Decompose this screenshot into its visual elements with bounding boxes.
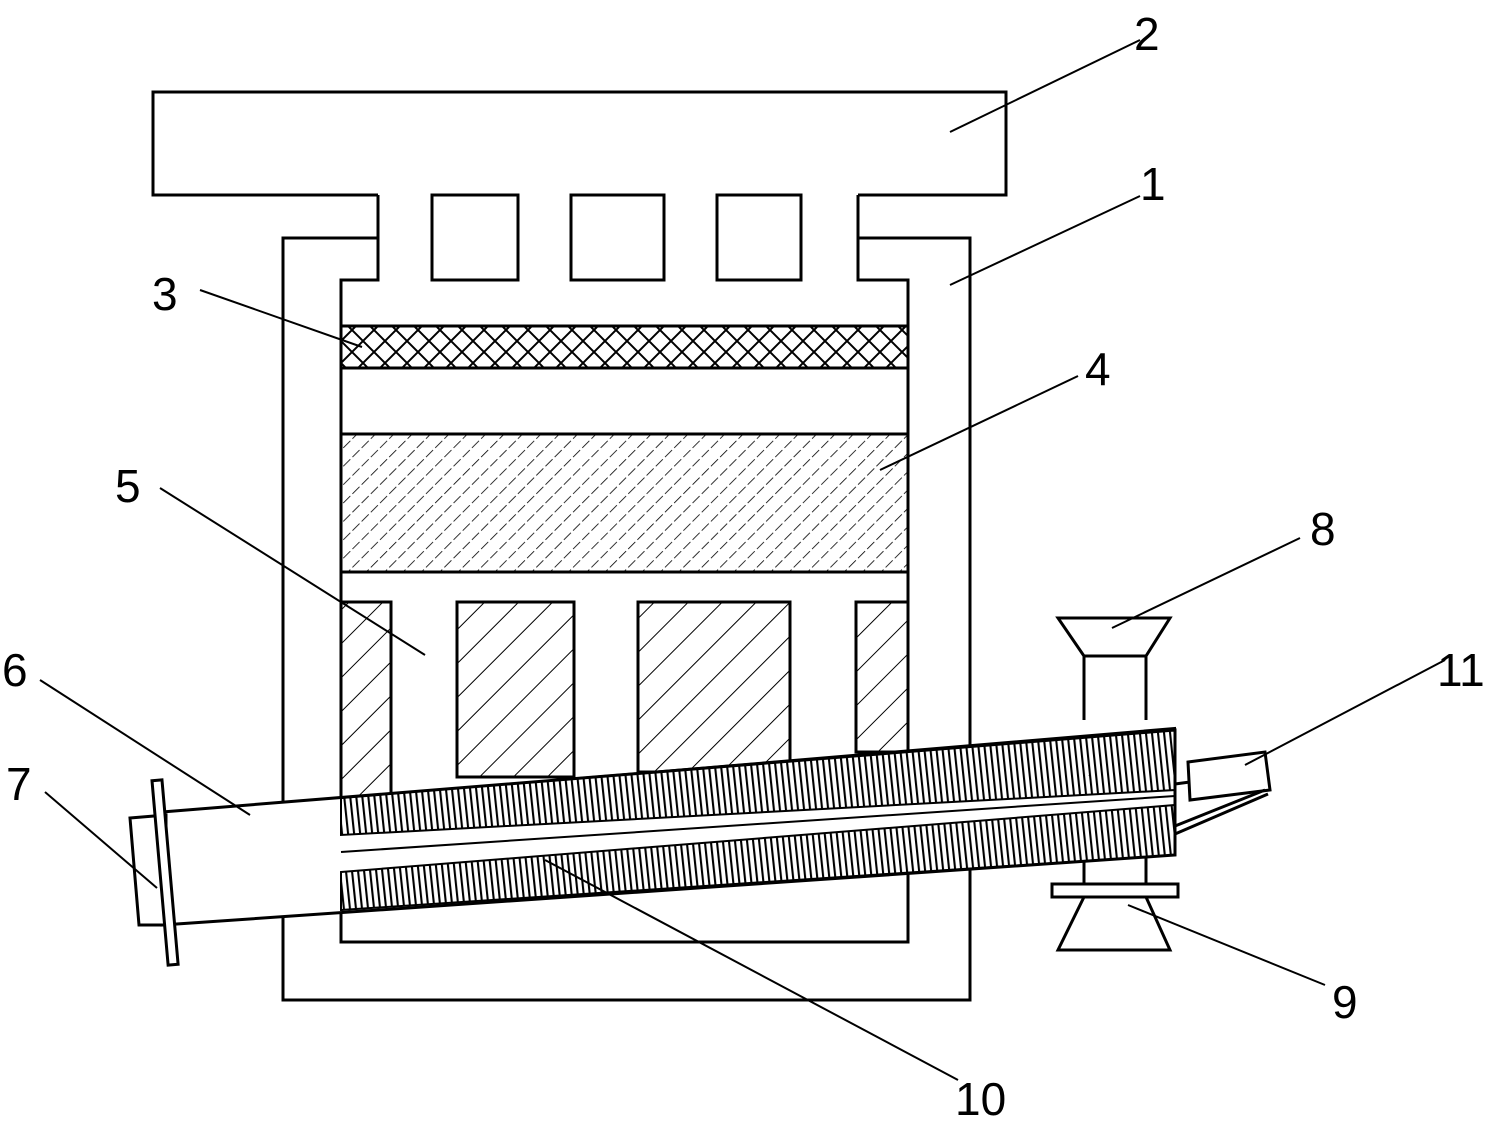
bottom-funnel [1055,895,1173,952]
filter-layer [339,432,910,574]
leader-line-7 [44,791,158,889]
partition-block-3 [636,600,792,774]
leader-line-1 [949,195,1141,286]
screw-thread-lower [340,803,1176,912]
leader-line-9 [1127,904,1326,986]
leader-line-2 [949,39,1141,133]
label-7: 7 [6,758,32,810]
vent-opening-1 [430,193,520,282]
screw-thread-upper [340,726,1176,837]
partition-block-2 [455,600,576,779]
label-1: 1 [1140,158,1166,210]
motor-shaft [1174,780,1269,836]
mesh-layer [339,324,910,370]
label-8: 8 [1310,503,1336,555]
partition-block-1 [339,600,393,804]
top-funnel [1055,616,1173,658]
tube-centerline [340,795,1176,853]
label-3: 3 [152,268,178,320]
leader-line-11 [1244,659,1446,766]
partition-block-4 [854,600,910,754]
leader-line-10 [544,859,959,1081]
vent-opening-2 [569,193,666,282]
vent-opening-3 [715,193,803,282]
leader-line-3 [199,289,363,348]
leader-line-4 [879,375,1079,471]
label-6: 6 [2,644,28,696]
label-5: 5 [115,460,141,512]
vertical-column [1082,656,1148,884]
leader-line-8 [1111,537,1301,629]
leader-line-5 [159,487,426,656]
flange-plate [1050,882,1180,899]
label-9: 9 [1332,976,1358,1028]
end-flange [150,778,180,967]
label-4: 4 [1085,343,1111,395]
label-11: 11 [1437,644,1485,696]
label-10: 10 [955,1073,1006,1124]
leader-line-6 [39,679,251,816]
label-2: 2 [1134,8,1160,60]
housing-inner-wall [339,195,910,944]
motor-housing [1186,750,1272,802]
leader-lines [39,39,1446,1081]
housing-body [281,236,972,1002]
top-plate [151,90,1008,197]
